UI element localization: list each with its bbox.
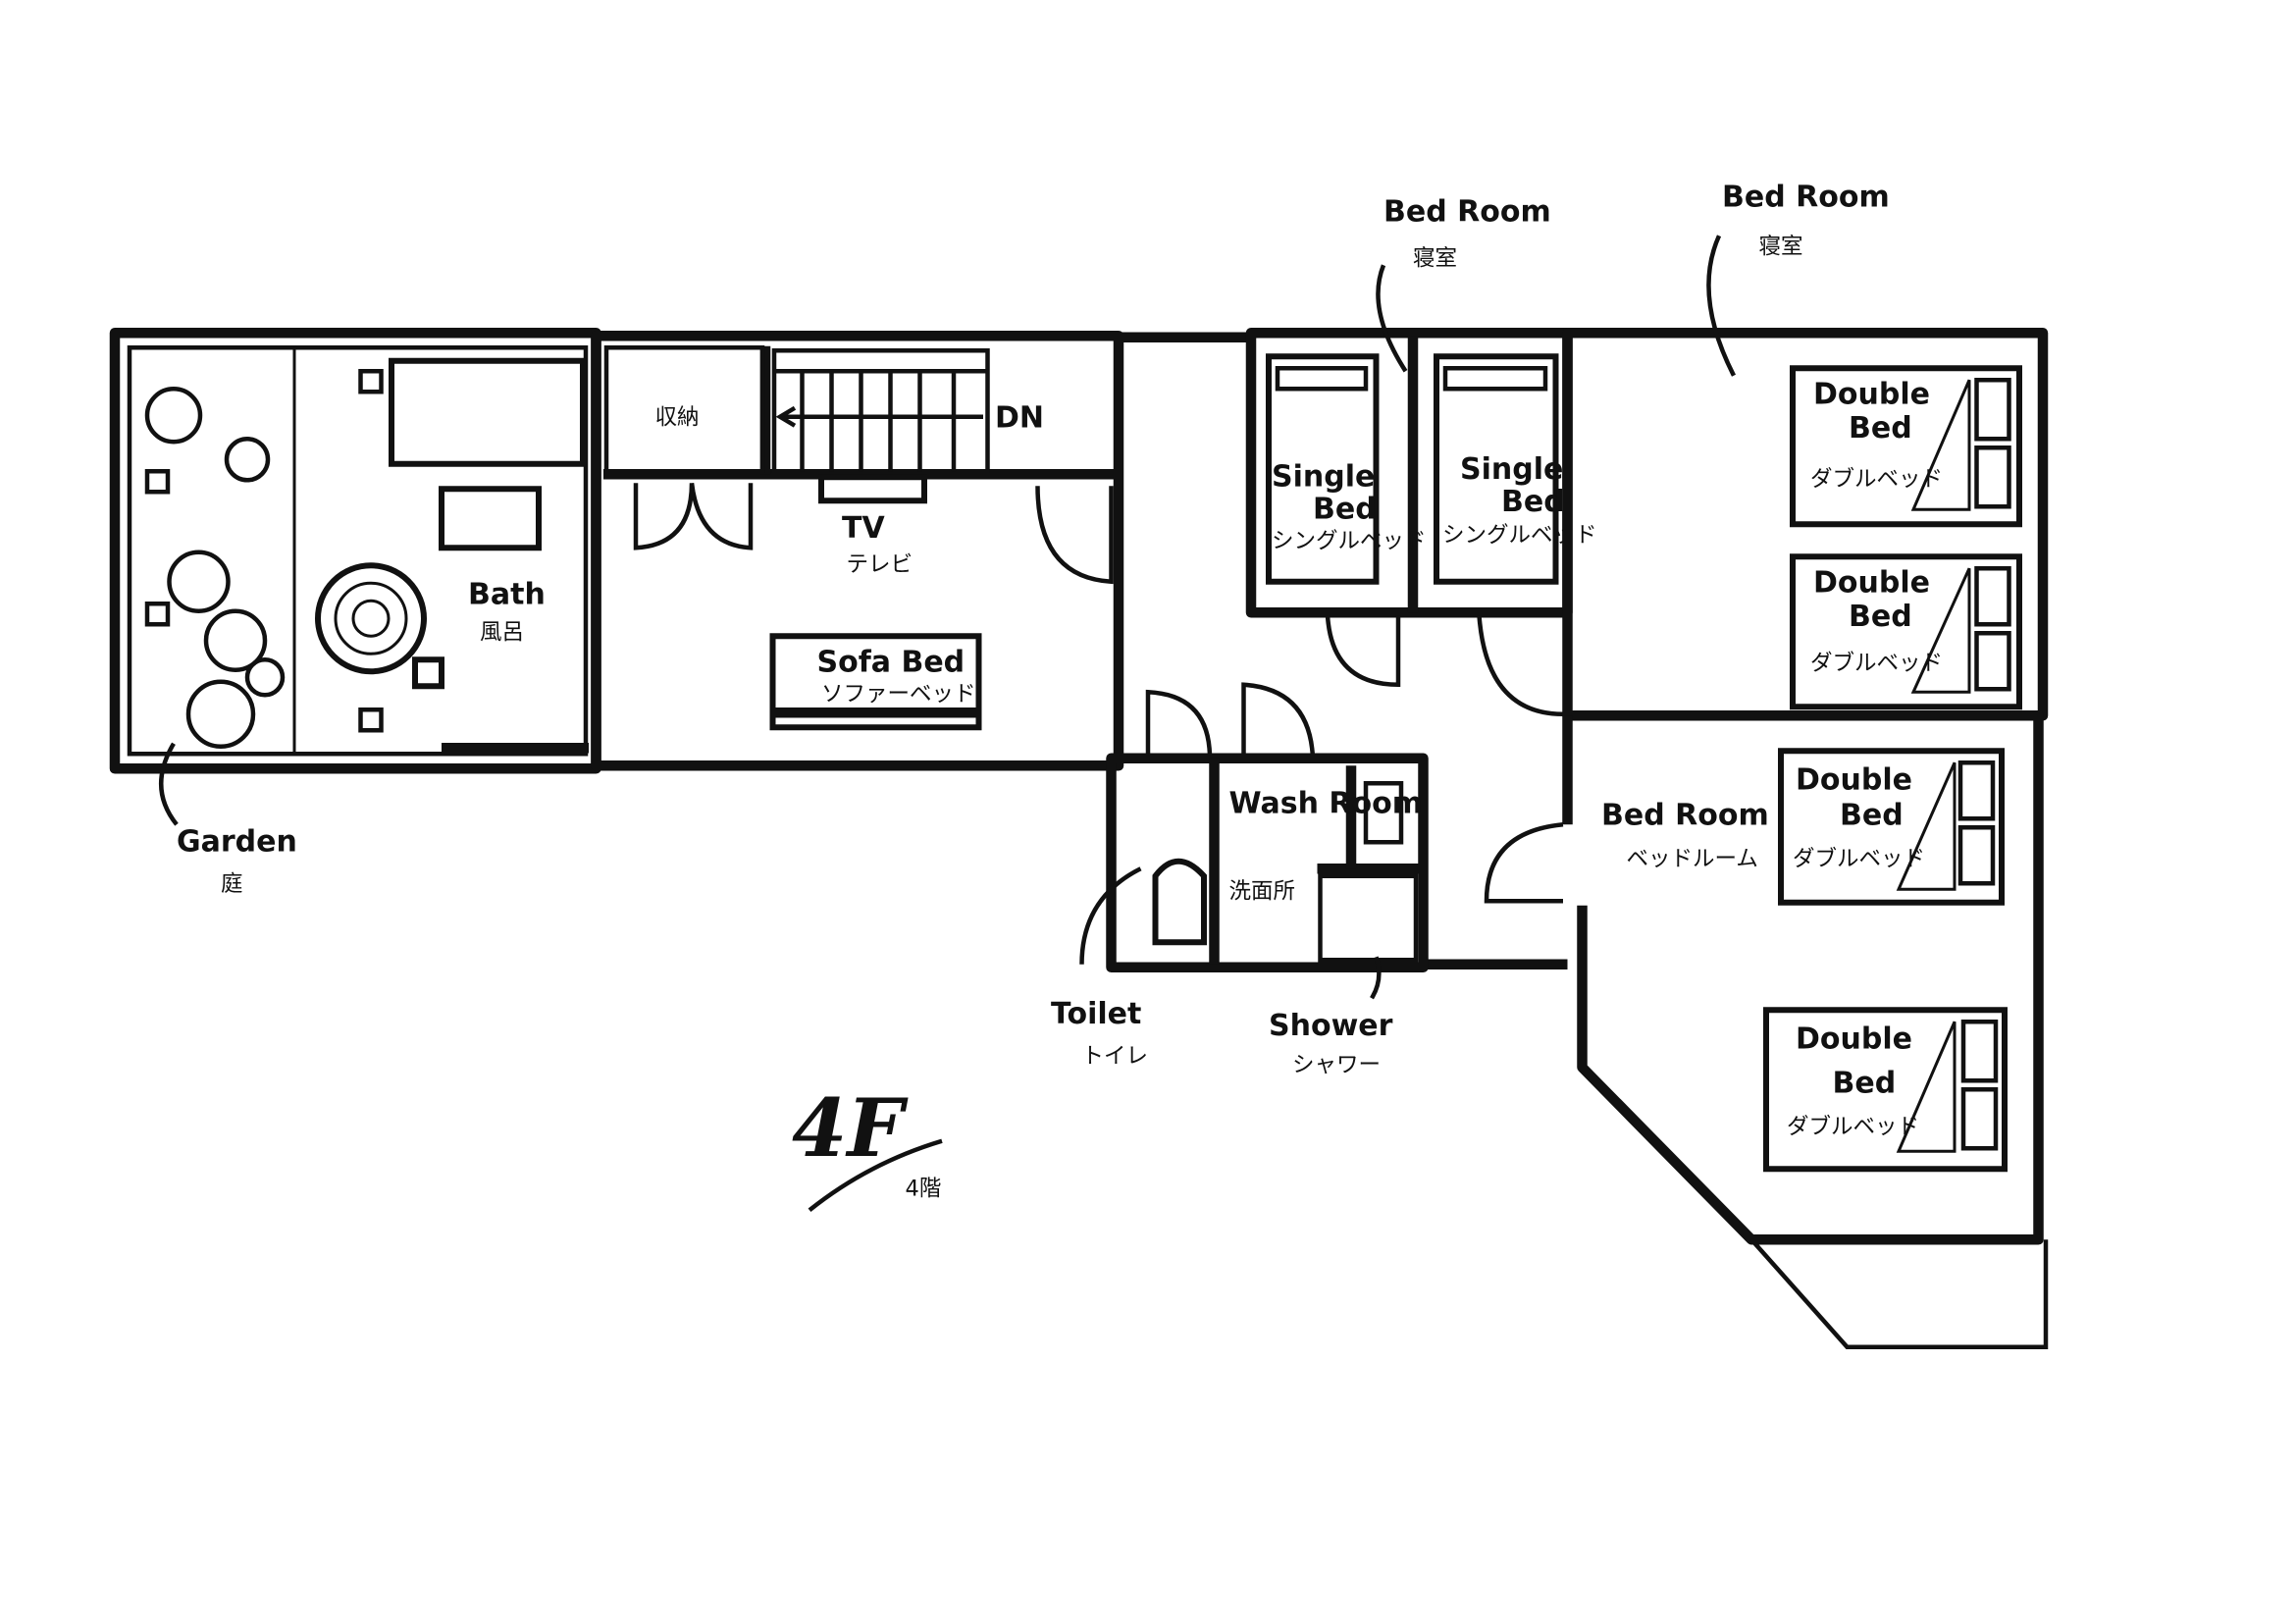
bedroom-single-door-2[interactable] <box>1477 615 1564 716</box>
bed-label: Double <box>1813 565 1930 600</box>
stairs-down-label: DN <box>995 400 1044 435</box>
tv-label-jp: テレビ <box>847 551 913 577</box>
bedroom-lower-door[interactable] <box>1484 822 1564 904</box>
bedroom-lower-label: Bed Room <box>1601 798 1769 832</box>
bedroom-single-label: Bed Room <box>1383 194 1551 229</box>
double-bed-2: Double Bed ダブルベッド <box>1790 553 2022 710</box>
storage-label: 収納 <box>655 404 700 430</box>
bedroom-single-label-jp: 寝室 <box>1413 245 1457 271</box>
sofa-bed: Sofa Bed ソファーベッド <box>769 633 982 731</box>
garden-label: Garden <box>177 824 297 859</box>
storage-door[interactable] <box>633 482 754 550</box>
bed-label: Bed <box>1849 411 1912 445</box>
wet-area: Wash Room 洗面所 Toilet トイレ Shower シャワー <box>1051 753 1429 1077</box>
bed-label: Double <box>1796 1022 1912 1056</box>
toilet-label: Toilet <box>1051 997 1141 1031</box>
bedroom-double-label-jp: 寝室 <box>1759 234 1803 259</box>
tv-icon <box>818 474 927 504</box>
balcony <box>1749 1237 2049 1349</box>
shower-label-jp: シャワー <box>1292 1052 1381 1077</box>
toilet-door[interactable] <box>1145 689 1213 759</box>
floor-label: 4F 4階 <box>792 1082 943 1213</box>
shower-area <box>1318 873 1419 963</box>
sofa-bed-label-jp: ソファーベッド <box>821 681 976 707</box>
tv-label: TV <box>842 511 885 546</box>
toilet-icon <box>1152 858 1207 946</box>
bed-label-jp: シングルベッド <box>1442 522 1597 548</box>
single-bed-1: Single Bed シングルベッド <box>1266 353 1427 585</box>
table-icon <box>439 486 542 551</box>
garden-label-jp: 庭 <box>221 871 243 897</box>
bed-label: Bed <box>1833 1066 1897 1100</box>
washroom-label-jp: 洗面所 <box>1229 878 1296 904</box>
bedroom-single: Single Bed シングルベッド Single Bed シングルベッド Be… <box>1245 194 1597 716</box>
stairs[interactable]: DN <box>771 347 1044 474</box>
bed-label: Double <box>1796 762 1912 797</box>
bedroom-lower: Bed Room ベッドルーム Double Bed ダブルベッド Double… <box>1484 710 2049 1349</box>
shower-label: Shower <box>1269 1009 1393 1043</box>
bedroom-lower-label-jp: ベッドルーム <box>1627 846 1758 871</box>
bed-label-jp: ダブルベッド <box>1787 1114 1919 1139</box>
bed-label-jp: ダブルベッド <box>1810 651 1943 676</box>
double-bed-3: Double Bed ダブルベッド <box>1778 748 2005 906</box>
double-bed-1: Double Bed ダブルベッド <box>1790 365 2022 528</box>
bedroom-single-door-1[interactable] <box>1325 615 1401 688</box>
bed-label: Bed <box>1501 485 1565 519</box>
storage <box>603 344 765 474</box>
bedroom-double-label: Bed Room <box>1722 180 1890 214</box>
bedroom-double: Double Bed ダブルベッド Double Bed ダブルベッド Bed … <box>1562 180 2049 721</box>
single-bed-2: Single Bed シングルベッド <box>1434 353 1597 585</box>
washroom-door[interactable] <box>1241 682 1316 759</box>
bed-label-jp: シングルベッド <box>1272 528 1427 553</box>
sink-icon <box>1363 781 1404 845</box>
bed-label: Bed <box>1313 492 1377 526</box>
bed-label: Single <box>1272 459 1375 494</box>
washroom-label: Wash Room <box>1229 786 1424 820</box>
sofa-icon <box>389 357 586 467</box>
bath-label-jp: 風呂 <box>480 619 524 645</box>
double-bed-4: Double Bed ダブルベッド <box>1763 1007 2008 1173</box>
bathtub-icon <box>315 562 444 690</box>
bath-label: Bath <box>468 577 546 611</box>
bed-label: Double <box>1813 377 1930 411</box>
sofa-bed-label: Sofa Bed <box>817 645 965 679</box>
bed-label: Single <box>1460 452 1563 487</box>
floor-number-jp: 4階 <box>906 1176 942 1201</box>
bed-label-jp: ダブルベッド <box>1810 466 1943 492</box>
garden-bath-block: Bath 風呂 Garden 庭 <box>109 328 601 897</box>
bed-label: Bed <box>1849 600 1912 634</box>
bed-label-jp: ダブルベッド <box>1793 846 1925 871</box>
shrub-icons <box>144 368 384 749</box>
bed-label: Bed <box>1840 798 1904 832</box>
living-door[interactable] <box>1035 486 1114 585</box>
toilet-label-jp: トイレ <box>1082 1043 1149 1069</box>
living-block: 収納 DN TV テレビ Sofa Bed ソファーベッド <box>591 331 1124 771</box>
